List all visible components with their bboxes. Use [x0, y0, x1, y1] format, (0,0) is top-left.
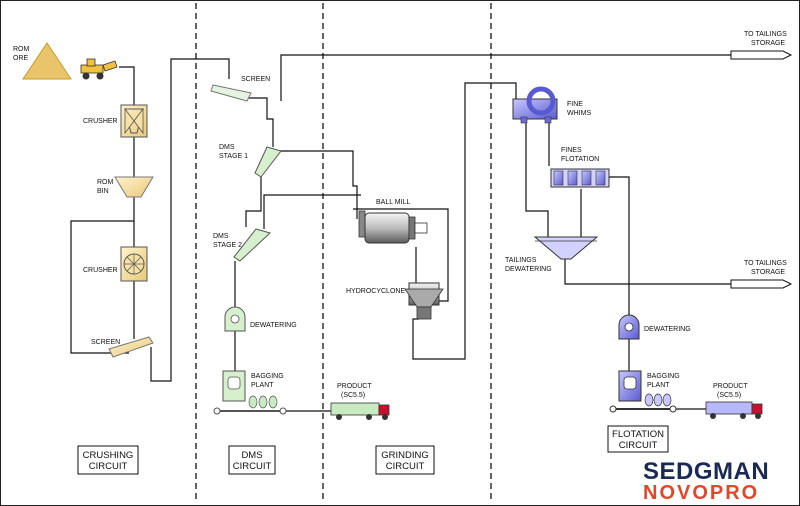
label-tailings-storage: TO TAILINGS — [744, 260, 787, 267]
label-crusher: CRUSHER — [83, 118, 118, 125]
label-fines-flotation: FLOTATION — [561, 156, 599, 163]
cone-crusher — [120, 246, 148, 282]
label-tailings-storage: TO TAILINGS — [744, 31, 787, 38]
label-rom-ore: ROM — [13, 46, 30, 53]
svg-text:CIRCUIT: CIRCUIT — [233, 461, 272, 472]
rom-ore-pile — [22, 42, 72, 80]
loader-truck-icon — [80, 58, 118, 80]
label-fine-whims: WHIMS — [567, 110, 591, 117]
svg-text:CIRCUIT: CIRCUIT — [89, 461, 128, 472]
dewatering-unit-1 — [224, 306, 246, 332]
circuit-label-grinding: GRINDING CIRCUIT — [375, 445, 435, 475]
jaw-crusher — [120, 104, 148, 138]
label-bagging-plant: BAGGING — [647, 373, 680, 380]
product-truck-1 — [330, 402, 390, 420]
label-screen: SCREEN — [241, 76, 270, 83]
label-hydrocyclone: HYDROCYCLONE — [346, 288, 405, 295]
sedgman-novopro-logo: SEDGMAN NOVOPRO — [643, 458, 769, 504]
ball-mill — [358, 210, 428, 244]
label-tailings-storage: STORAGE — [751, 269, 785, 276]
dms-cyclone-stage-2 — [233, 228, 271, 262]
tailings-thickener — [533, 236, 599, 260]
flow-lines — [70, 54, 761, 412]
brand-company: SEDGMAN — [643, 458, 769, 485]
label-product: (SC5.5) — [717, 392, 741, 399]
svg-text:CIRCUIT: CIRCUIT — [386, 461, 425, 472]
hydrocyclone — [404, 282, 444, 320]
circuit-label-flotation: FLOTATION CIRCUIT — [607, 425, 669, 453]
label-tailings-storage: STORAGE — [751, 40, 785, 47]
bagging-plant-2 — [609, 370, 677, 413]
label-product: PRODUCT — [713, 383, 748, 390]
tailings-arrow-1 — [730, 50, 793, 60]
tailings-arrow-2 — [730, 279, 793, 289]
label-dewatering: DEWATERING — [644, 326, 691, 333]
label-ball-mill: BALL MILL — [376, 199, 410, 206]
svg-text:CRUSHING: CRUSHING — [83, 450, 134, 461]
rom-bin — [114, 176, 154, 198]
label-fine-whims: FINE — [567, 101, 583, 108]
fines-flotation-cells — [550, 168, 610, 188]
label-product: (SC5.5) — [341, 392, 365, 399]
svg-text:CIRCUIT: CIRCUIT — [619, 440, 658, 451]
label-product: PRODUCT — [337, 383, 372, 390]
label-bagging-plant: PLANT — [251, 382, 274, 389]
brand-product: NOVOPRO — [643, 482, 759, 504]
fine-whims — [512, 86, 558, 124]
circuit-label-dms: DMS CIRCUIT — [228, 445, 276, 475]
label-rom-bin: ROM — [97, 179, 114, 186]
label-rom-ore: ORE — [13, 55, 29, 62]
bagging-plant-1 — [213, 370, 287, 415]
label-dms-stage-2: STAGE 2 — [213, 242, 242, 249]
label-tailings-dewatering: DEWATERING — [505, 266, 552, 273]
dms-screen — [210, 84, 252, 102]
label-crusher: CRUSHER — [83, 267, 118, 274]
label-dewatering: DEWATERING — [250, 322, 297, 329]
crushing-screen — [108, 336, 154, 358]
dewatering-unit-2 — [618, 314, 640, 340]
label-rom-bin: BIN — [97, 188, 109, 195]
svg-text:DMS: DMS — [241, 450, 262, 461]
circuit-label-crushing: CRUSHING CIRCUIT — [77, 445, 139, 475]
label-tailings-dewatering: TAILINGS — [505, 257, 537, 264]
label-screen: SCREEN — [91, 339, 120, 346]
label-bagging-plant: PLANT — [647, 382, 670, 389]
svg-text:GRINDING: GRINDING — [381, 450, 429, 461]
svg-text:FLOTATION: FLOTATION — [612, 429, 664, 440]
label-dms-stage-2: DMS — [213, 233, 229, 240]
dms-cyclone-stage-1 — [254, 146, 282, 178]
label-dms-stage-1: DMS — [219, 144, 235, 151]
label-fines-flotation: FINES — [561, 147, 582, 154]
product-truck-2 — [705, 401, 763, 419]
label-dms-stage-1: STAGE 1 — [219, 153, 248, 160]
equipment-labels: ROM ORE CRUSHER ROM BIN CRUSHER SCREEN S… — [13, 31, 787, 399]
label-bagging-plant: BAGGING — [251, 373, 284, 380]
